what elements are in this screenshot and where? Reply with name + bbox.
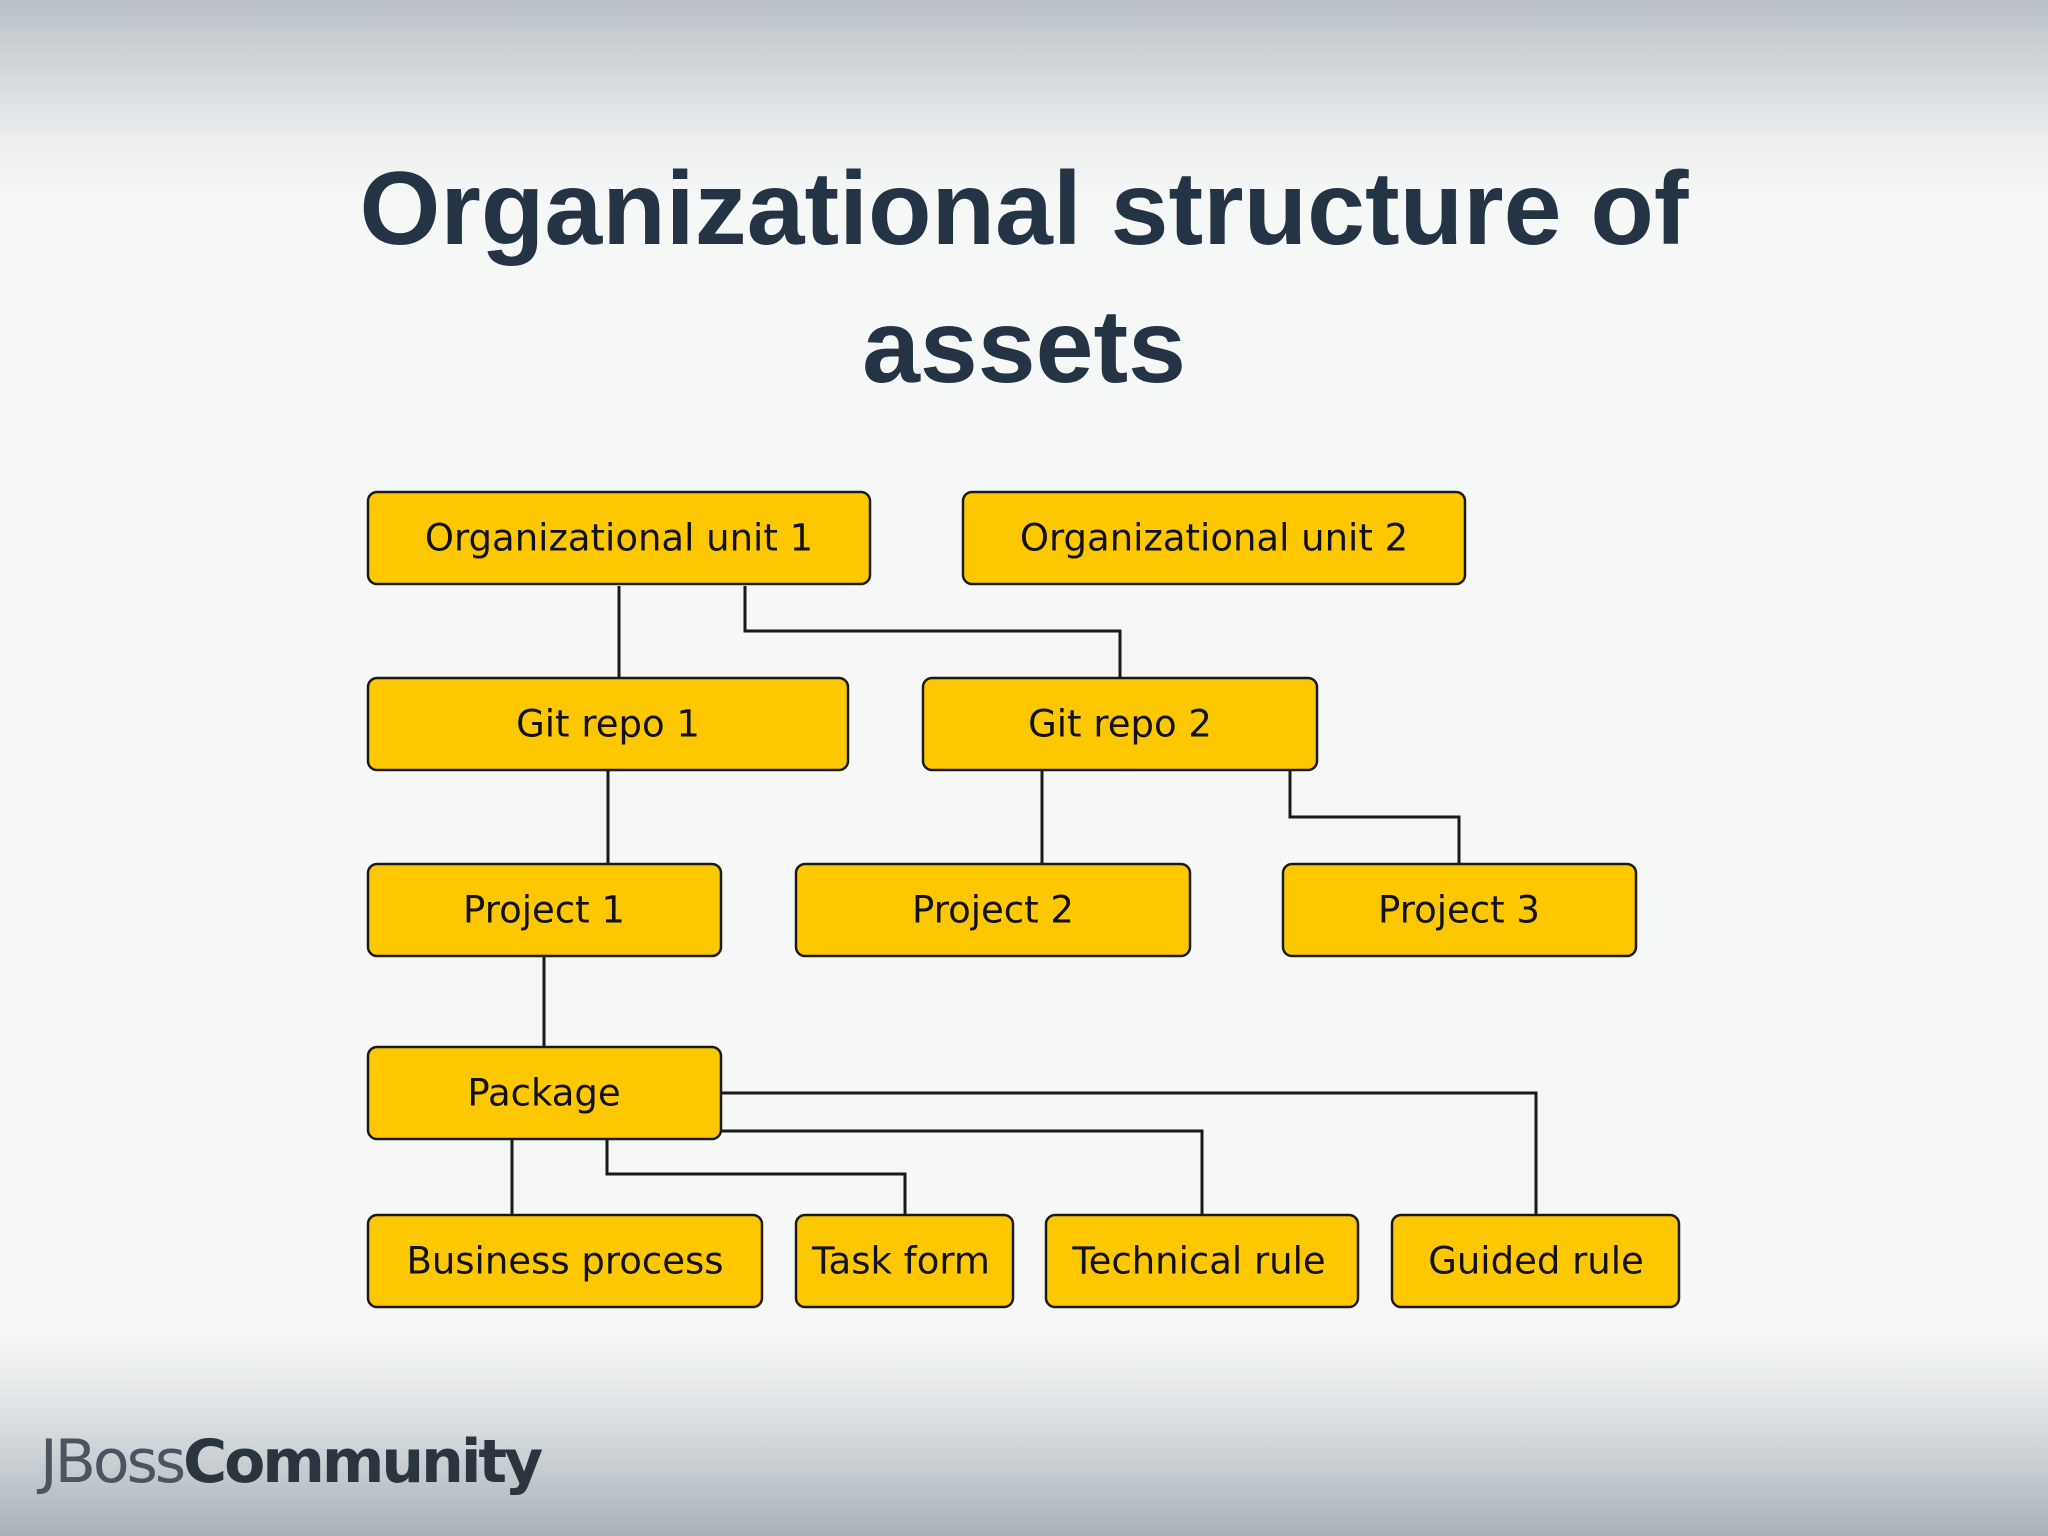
background-top-texture <box>0 0 2048 200</box>
node-proj3: Project 3 <box>1281 862 1638 958</box>
node-git2-label: Git repo 2 <box>1028 703 1212 746</box>
slide-title: Organizational structure of assets <box>359 151 1689 405</box>
node-guided-rule: Guided rule <box>1390 1213 1681 1309</box>
node-package: Package <box>366 1045 723 1141</box>
node-ou1: Organizational unit 1 <box>366 490 872 586</box>
node-guided-rule-label: Guided rule <box>1428 1240 1644 1283</box>
node-package-label: Package <box>467 1072 620 1115</box>
node-proj2: Project 2 <box>794 862 1192 958</box>
node-ou2-label: Organizational unit 2 <box>1020 517 1408 560</box>
node-business-process-label: Business process <box>406 1240 723 1283</box>
logo-jboss-text: JBoss <box>40 1427 186 1497</box>
connectors <box>510 586 1538 1215</box>
node-task-form: Task form <box>794 1213 1015 1309</box>
node-proj3-label: Project 3 <box>1378 889 1540 932</box>
node-technical-rule-label: Technical rule <box>1071 1240 1325 1283</box>
node-task-form-label: Task form <box>811 1240 990 1283</box>
edge-git2-proj3 <box>1288 771 1461 864</box>
node-technical-rule: Technical rule <box>1044 1213 1360 1309</box>
logo-community-text: Community <box>183 1427 543 1497</box>
edge-ou1-git2 <box>743 586 1122 678</box>
node-git1: Git repo 1 <box>366 676 850 772</box>
node-ou1-label: Organizational unit 1 <box>425 517 813 560</box>
node-proj1: Project 1 <box>366 862 723 958</box>
jboss-community-logo: JBossCommunity <box>40 1424 543 1500</box>
node-ou2: Organizational unit 2 <box>961 490 1467 586</box>
node-git1-label: Git repo 1 <box>516 703 700 746</box>
edge-package-tech <box>721 1129 1204 1215</box>
node-proj2-label: Project 2 <box>912 889 1074 932</box>
background-bottom-texture <box>0 1330 2048 1536</box>
node-git2: Git repo 2 <box>921 676 1319 772</box>
edge-package-guided <box>721 1091 1538 1215</box>
edge-package-task <box>605 1140 907 1215</box>
node-proj1-label: Project 1 <box>463 889 625 932</box>
node-business-process: Business process <box>366 1213 764 1309</box>
